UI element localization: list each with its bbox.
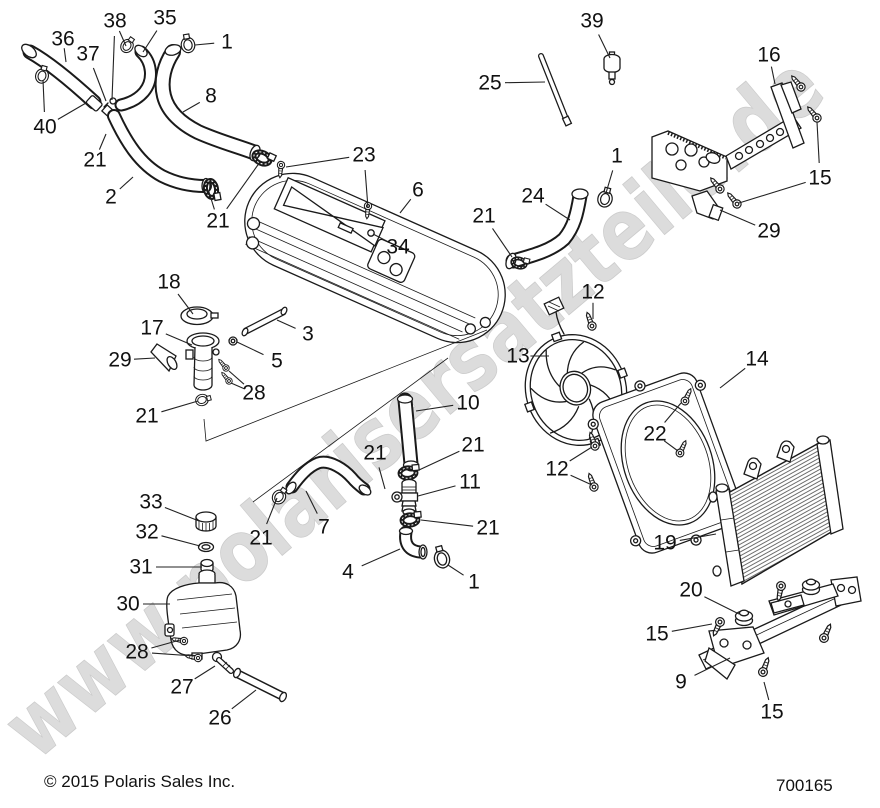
part-bracket-9 [698,576,862,680]
leader-line [285,156,350,168]
assembly-lines [203,329,488,503]
leader-line [364,169,369,209]
leader-line [133,357,156,360]
leader-line [165,333,193,346]
leader-line [399,198,412,214]
leader-line [694,657,731,676]
leader-line [98,133,107,150]
leader-line [208,191,215,210]
leader-line [671,623,713,632]
grommet-rad [801,578,821,596]
leader-line [111,35,115,101]
leader-line [663,440,679,452]
part-hose-8 [154,44,261,162]
drawing-number: 700165 [776,776,833,795]
part-panel-6 [244,172,506,344]
part-shroud-14 [587,372,749,554]
leader-line [447,564,464,576]
leader-line [763,681,770,701]
part-hose-24 [505,188,589,270]
leader-line [182,101,201,113]
leader-line [417,485,456,497]
part-elbow-27 [211,651,234,674]
leader-line [598,34,611,59]
clamp-1-hose8 [178,32,197,55]
leader-line [151,639,181,649]
leader-line [230,382,246,390]
leader-line [57,102,87,120]
leader-line [545,203,571,221]
clamp-1-elbow [433,544,451,569]
leader-line [194,665,216,680]
clamp-21-hose8 [252,147,276,168]
leader-line [228,370,245,385]
leader-line [142,30,158,53]
leader-line [719,367,746,389]
part-rod-25 [538,53,573,127]
screw-28c [215,356,231,373]
leader-line [504,81,546,84]
leader-line [42,79,45,113]
part-cap-33 [195,511,217,532]
leader-line [719,209,756,226]
part-valve-39 [603,51,621,86]
leader-line [118,30,127,47]
grommet-20 [734,609,754,627]
leader-line [63,48,67,63]
leader-line [194,42,215,46]
leader-line [276,319,296,329]
leader-line [570,474,593,486]
bolt-15f [817,621,836,645]
leader-line [177,293,194,315]
part-ring-32 [197,541,215,553]
leader-line [119,176,134,190]
part-hose-7 [285,455,372,496]
leader-line [738,181,806,204]
part-tube-3 [241,306,288,337]
leader-line [231,689,257,710]
leader-lines [42,30,820,710]
leader-line [569,446,593,462]
part-hose-36 [21,43,102,110]
part-elbow-4 [398,525,428,560]
leader-line [305,490,318,514]
part-funnel-29 [150,343,178,373]
leader-line [420,519,474,527]
part-tube-26 [232,667,288,703]
clamp-21-neck [193,391,213,408]
leader-line [361,548,401,567]
leader-line [605,170,614,194]
leader-line [418,450,460,471]
leader-line [161,535,201,547]
leader-line [226,161,261,210]
bolt-15g [756,655,773,679]
leader-line [372,233,389,243]
part-nut-5 [228,336,238,346]
leader-line [415,404,454,412]
part-cap-18 [180,306,219,326]
part-neck-17 [185,332,220,391]
part-bracket-16 [651,81,805,222]
leader-line [492,228,513,258]
leader-line [679,533,717,541]
leader-line [164,506,200,522]
leader-line [266,497,278,525]
leader-line [704,596,740,615]
leader-line [236,341,264,356]
leader-line [770,66,776,85]
leader-line [664,402,682,423]
part-radiator-19 [708,435,844,587]
leader-line [161,400,199,413]
leader-line [151,652,195,657]
leader-line [816,121,820,164]
bolt-12c [584,471,600,493]
leader-line [378,467,386,490]
copyright-text: © 2015 Polaris Sales Inc. [44,772,236,791]
leader-line [92,67,107,102]
part-hose-35 [114,44,157,112]
clamp-21-hose2 [204,179,221,202]
